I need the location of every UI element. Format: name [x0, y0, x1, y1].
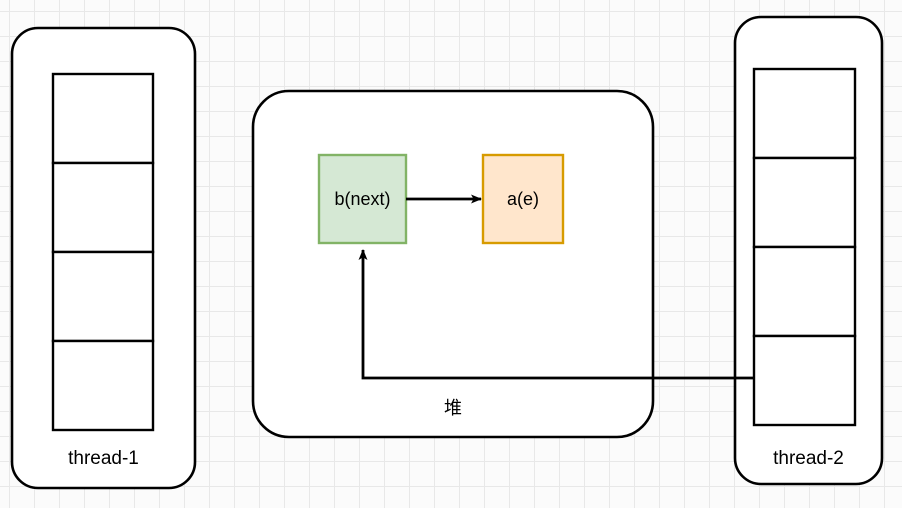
thread-2-frame-1[interactable] — [752, 67, 857, 160]
thread-1-frame-4[interactable] — [51, 339, 155, 432]
heap-object-a-e-label: a(e) — [506, 189, 539, 209]
connector-thread2-to-b-next[interactable] — [358, 249, 754, 380]
thread-1-frame-1[interactable] — [51, 72, 155, 165]
thread-2-label: thread-2 — [773, 448, 844, 469]
thread-1-stack — [51, 72, 155, 432]
heap-object-b-next[interactable] — [317, 153, 408, 245]
thread-1-frame-3[interactable] — [51, 250, 155, 343]
thread-1-frame-2[interactable] — [51, 161, 155, 254]
heap-container[interactable] — [251, 89, 655, 439]
thread-2-frame-2[interactable] — [752, 156, 857, 249]
heap-object-a-e[interactable] — [481, 153, 565, 245]
thread-2-stack — [752, 67, 857, 427]
heap-label: 堆 — [444, 398, 462, 418]
thread-2-frame-4[interactable] — [752, 334, 857, 427]
heap-object-b-next-label: b(next) — [334, 189, 391, 209]
thread-2-frame-3[interactable] — [752, 245, 857, 338]
thread-1-label: thread-1 — [68, 448, 139, 469]
